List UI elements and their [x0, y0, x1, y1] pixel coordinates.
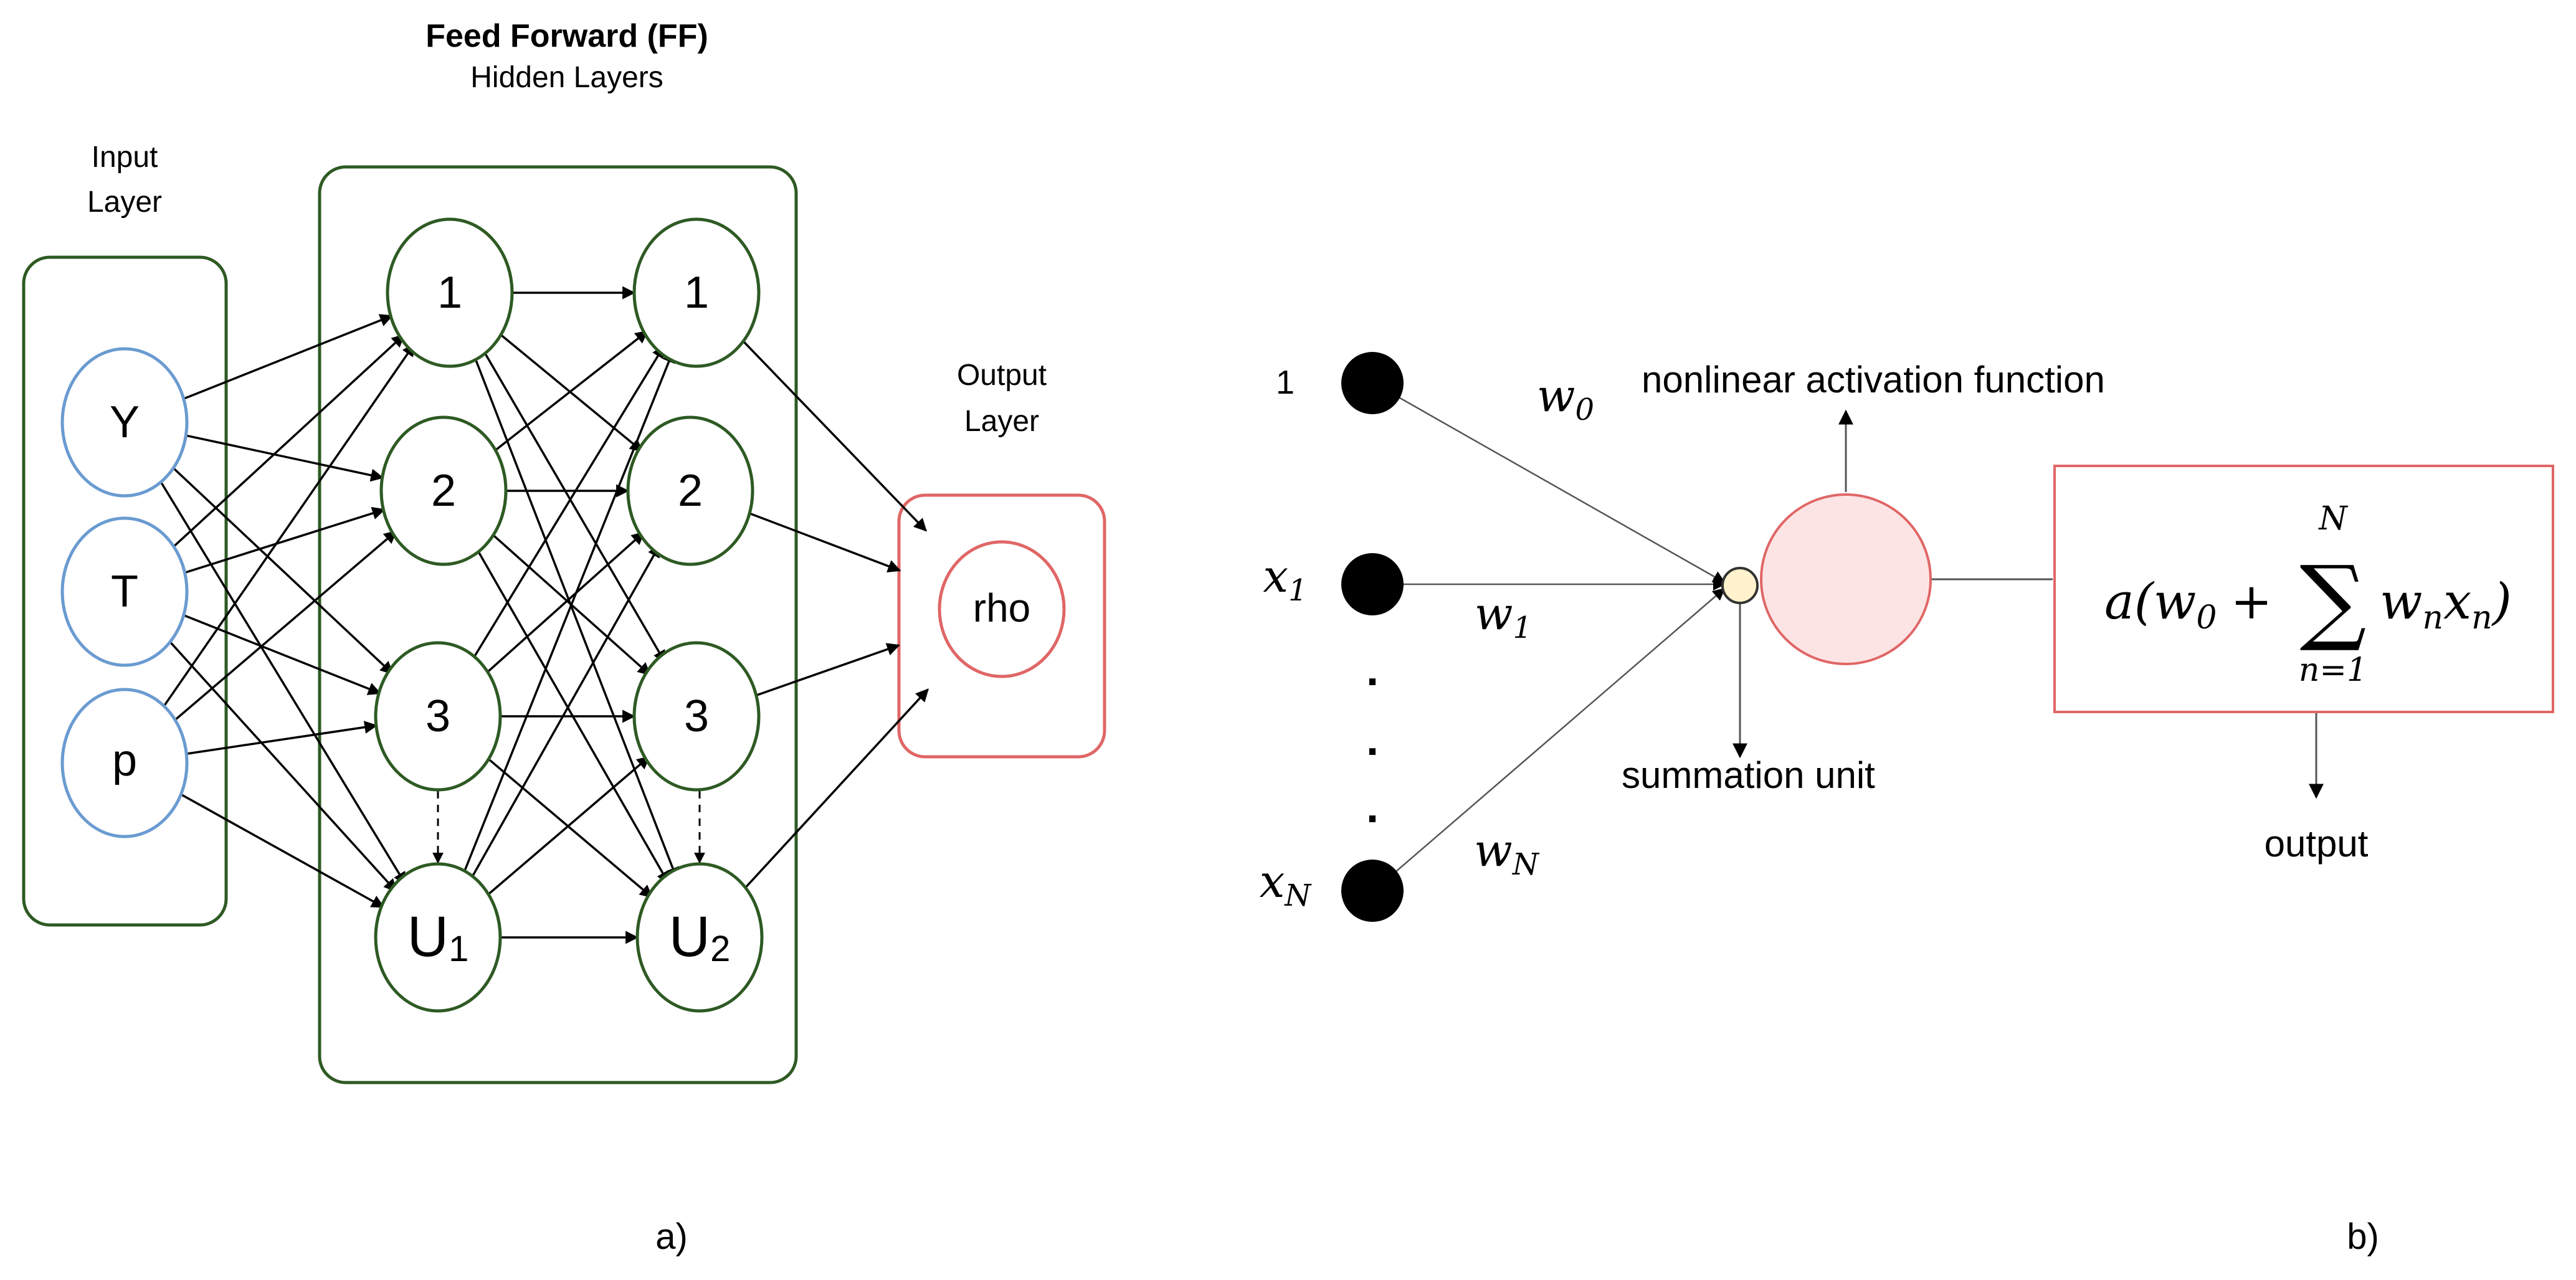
formula-upper: N — [2317, 500, 2348, 538]
hidden1-node-1 — [386, 217, 514, 368]
weight-w0: w0 — [1537, 369, 1594, 427]
h1-h2-edge-2-0 — [466, 344, 665, 670]
activation-label: nonlinear activation function — [1642, 359, 2105, 401]
ff-subtitle: Hidden Layers — [470, 61, 663, 94]
input-node-t — [60, 516, 189, 667]
input-label-x1: x1 — [1263, 550, 1307, 608]
caption-a: a) — [655, 1216, 688, 1257]
panel-a-edges — [153, 286, 929, 944]
input-h1-edge-0-3 — [153, 469, 407, 886]
h1-h2-edge-2-1 — [478, 531, 645, 680]
output-node-rho — [938, 540, 1066, 678]
h1-h2-edge-1-3 — [470, 539, 670, 885]
input-label-bias: 1 — [1276, 364, 1295, 401]
h1-h2-edge-3-2 — [480, 756, 650, 902]
input-h1-edge-2-1 — [166, 530, 397, 728]
caption-b: b) — [2347, 1216, 2379, 1257]
hidden2-node-u2 — [635, 862, 764, 1013]
edge-bias — [1373, 382, 1726, 584]
hidden1-node-2-label: 2 — [431, 466, 456, 516]
h1-h2-edge-0-1 — [492, 327, 644, 452]
hidden2-node-3-label: 3 — [684, 691, 709, 741]
h1-h2-edge-3-1 — [464, 544, 661, 889]
h2-out-edge-2-0 — [749, 643, 900, 699]
panel-a: Feed Forward (FF) Hidden Layers Input La… — [22, 18, 1106, 1257]
input-layer-label: Input — [92, 141, 158, 174]
h1-h2-edge-2-3 — [480, 751, 654, 898]
edge-xN — [1373, 587, 1726, 891]
input-node-y — [60, 347, 189, 498]
h2-out-edge-0-0 — [734, 332, 927, 532]
hidden1-node-u1-label: U1 — [407, 905, 469, 969]
ellipsis-dot-2: . — [1366, 715, 1379, 765]
ff-title: Feed Forward (FF) — [425, 18, 708, 54]
activation-node — [1760, 493, 1932, 665]
hidden-layers-box — [318, 165, 798, 1084]
hidden2-node-u2-label: U2 — [669, 905, 731, 969]
weight-wN: wN — [1474, 824, 1540, 882]
h1-h2-edge-3-0 — [457, 349, 675, 886]
panel-b: . . . 1 x1 xN w0 w1 wN nonlinear activat… — [1260, 352, 2554, 1257]
summation-label: summation unit — [1622, 754, 1875, 796]
formula-term: wnxn) — [2380, 572, 2512, 637]
hidden2-node-2 — [626, 415, 754, 566]
output-layer-box — [897, 493, 1106, 759]
hidden2-node-1-label: 1 — [684, 268, 709, 318]
input-node-p-label: p — [112, 736, 137, 785]
input-h1-edge-0-2 — [164, 460, 394, 675]
output-label: output — [2265, 823, 2369, 865]
output-layer-label-2: Layer — [964, 405, 1039, 438]
weight-w1: w1 — [1475, 587, 1532, 645]
h2-out-edge-1-0 — [742, 510, 901, 572]
input-h1-edge-1-2 — [176, 611, 382, 695]
input-h1-edge-1-1 — [178, 506, 386, 576]
formula: a(w0+ ∑ N n=1 wnxn) — [2104, 500, 2512, 689]
input-dot-xN — [1341, 860, 1404, 922]
hidden2-node-3 — [632, 641, 761, 792]
ellipsis-dot-1: . — [1366, 645, 1379, 695]
formula-lower: n=1 — [2299, 652, 2367, 689]
hidden1-node-1-label: 1 — [437, 268, 462, 318]
input-h1-edge-1-3 — [161, 632, 397, 893]
hidden1-node-3-label: 3 — [425, 691, 450, 741]
hidden1-node-3 — [374, 641, 502, 792]
formula-prefix: a(w0+ — [2104, 572, 2273, 637]
input-node-p — [60, 688, 189, 838]
input-node-t-label: T — [111, 567, 138, 617]
input-dot-bias — [1341, 352, 1404, 414]
h1-h2-edge-0-3 — [468, 344, 679, 881]
input-h1-edge-2-2 — [179, 721, 378, 756]
h2-out-edge-3-0 — [736, 688, 929, 897]
input-dot-x1 — [1341, 553, 1404, 615]
summation-unit — [1721, 567, 1759, 604]
formula-sigma: ∑ — [2299, 546, 2366, 655]
hidden2-node-1 — [632, 217, 761, 368]
input-h1-edge-0-0 — [176, 314, 394, 403]
h1-h2-edge-0-2 — [477, 340, 667, 664]
output-layer-label: Output — [957, 359, 1047, 392]
input-h1-edge-0-1 — [179, 433, 384, 482]
input-h1-edge-1-0 — [165, 334, 405, 555]
input-node-y-label: Y — [110, 397, 140, 447]
formula-box — [2053, 465, 2554, 713]
input-h1-edge-2-0 — [155, 343, 416, 718]
hidden1-node-u1 — [374, 862, 502, 1013]
input-label-xN: xN — [1260, 855, 1313, 913]
ellipsis-dot-3: . — [1366, 782, 1379, 832]
hidden2-node-2-label: 2 — [678, 466, 703, 516]
output-node-rho-label: rho — [973, 585, 1031, 630]
input-layer-label-2: Layer — [87, 186, 162, 219]
h1-h2-edge-1-0 — [487, 330, 649, 457]
input-h1-edge-2-3 — [173, 789, 385, 908]
hidden1-node-2 — [379, 415, 508, 566]
